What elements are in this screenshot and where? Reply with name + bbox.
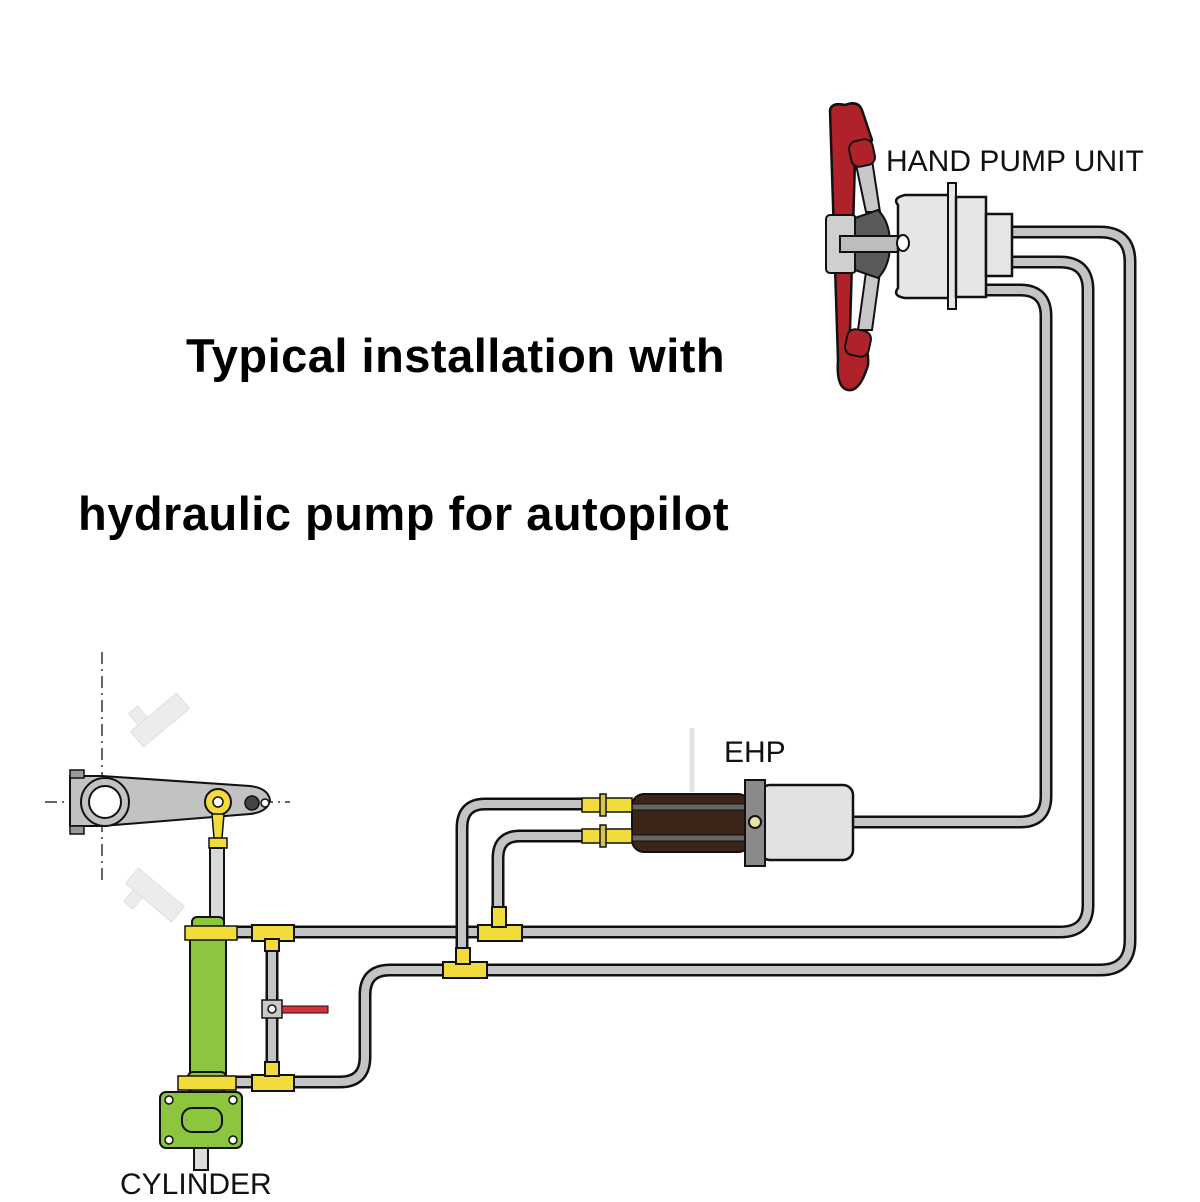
ehp-motor-line-upper	[627, 803, 751, 811]
pipe-ehp-upper-fill	[458, 800, 590, 960]
pump-rear	[954, 195, 988, 299]
ehp-fitting-lower	[581, 824, 633, 848]
ehp-tank	[758, 783, 855, 862]
hand-pump-label: HAND PUMP UNIT	[886, 145, 1144, 178]
title-line-1: Typical installation with	[186, 329, 726, 382]
rod-end-neck	[211, 813, 225, 839]
pipe-middle-fill	[500, 258, 1092, 936]
clamp-bolt-bottom	[69, 825, 85, 835]
tee-ehp-upper	[442, 947, 488, 979]
hand-pump-unit	[825, 102, 1014, 392]
tiller-pin	[244, 795, 260, 811]
ehp-port	[748, 815, 762, 829]
pump-filler-cap	[896, 234, 910, 252]
spoke-bottom	[856, 271, 882, 331]
tee-fittings	[251, 906, 523, 1092]
handle-knob-bottom	[844, 328, 872, 358]
title-line-2: hydraulic pump for autopilot	[78, 487, 730, 540]
mount-bolt-4	[228, 1135, 238, 1145]
ehp-unit	[581, 728, 855, 867]
mount-bolt-2	[228, 1095, 238, 1105]
pipe-ehp-lower	[491, 829, 590, 915]
spoke-top	[853, 159, 882, 213]
cylinder-barrel	[189, 934, 227, 1086]
rod-end-hole	[212, 796, 224, 808]
mount-bolt-1	[164, 1095, 174, 1105]
pipes	[235, 225, 1137, 1089]
ehp-motor	[631, 793, 751, 853]
pipe-inner-ehp-fill	[760, 286, 1050, 826]
rudder-stock	[88, 785, 122, 819]
cylinder-trunnion	[181, 1107, 223, 1133]
tiller-end-hole	[260, 798, 270, 808]
tee-ehp-lower	[477, 906, 523, 942]
pump-port-block	[984, 212, 1014, 278]
piston-rod	[209, 847, 225, 921]
mount-bolt-3	[164, 1135, 174, 1145]
pipe-cyl-bottom-fill	[235, 966, 470, 1086]
tee-cylinder-bottom	[251, 1061, 295, 1092]
cylinder-fitting-bottom	[177, 1075, 237, 1091]
ehp-label: EHP	[724, 736, 786, 769]
handle-knob-top	[848, 138, 876, 168]
cylinder-base-pin	[193, 1147, 209, 1171]
ehp-fitting-upper	[581, 793, 633, 817]
bypass-valve	[261, 999, 329, 1019]
pipe-outer-return-fill	[470, 228, 1134, 974]
cylinder-fitting-top	[184, 925, 238, 941]
rod-end-nut	[208, 837, 228, 849]
ehp-motor-line-lower	[627, 834, 751, 842]
clamp-bolt-top	[69, 769, 85, 779]
valve-stem	[267, 1004, 277, 1014]
ghost-arm-upper	[127, 692, 191, 748]
tee-cylinder-top	[251, 924, 295, 952]
shaft	[839, 235, 899, 253]
ghost-arm-lower	[122, 867, 186, 923]
valve-handle	[281, 1005, 329, 1014]
pipe-inner-ehp	[760, 283, 1053, 829]
tiller-arm	[45, 652, 290, 923]
cylinder-label: CYLINDER	[120, 1168, 272, 1201]
hydraulic-cylinder	[159, 916, 243, 1171]
pipe-ehp-lower-fill	[494, 832, 590, 915]
